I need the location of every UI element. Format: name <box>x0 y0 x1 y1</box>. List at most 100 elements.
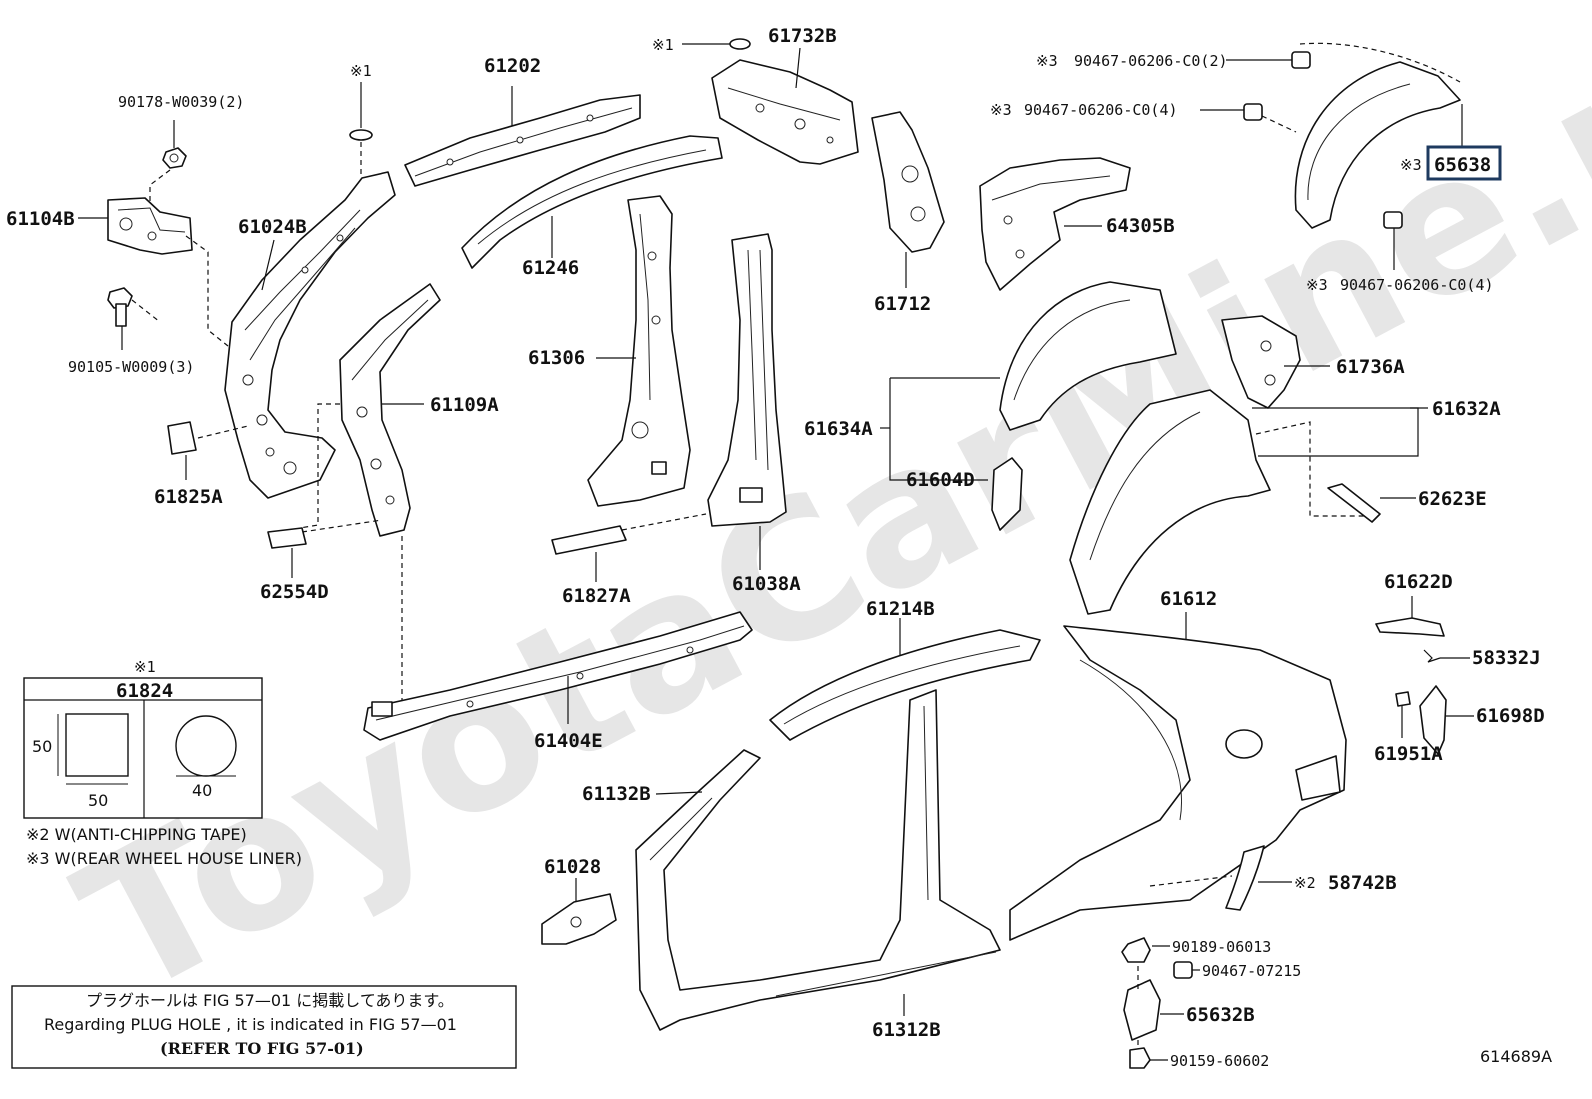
square-bottom-dim: 50 <box>88 791 108 810</box>
plug-hole-note-box: プラグホールは FIG 57—01 に掲載してあります。 Regarding P… <box>11 985 517 1069</box>
part-61736a-panel[interactable] <box>1221 315 1301 409</box>
label-58742b[interactable]: 58742B <box>1328 872 1397 894</box>
part-61604d-bracket[interactable] <box>991 457 1023 531</box>
label-61214b[interactable]: 61214B <box>866 598 935 620</box>
nut-icon <box>1121 937 1151 963</box>
part-61109a-inner-pillar[interactable] <box>339 283 441 537</box>
bolt-icon <box>1173 961 1193 979</box>
label-61104b[interactable]: 61104B <box>6 208 75 230</box>
label-61604d[interactable]: 61604D <box>906 469 975 491</box>
part-61246-roof-rail[interactable] <box>461 135 723 269</box>
part-61698d-bracket[interactable] <box>1419 685 1447 755</box>
square-plug-shape <box>65 713 129 777</box>
label-90159-60602[interactable]: 90159-60602 <box>1170 1052 1269 1070</box>
note-line-refer[interactable]: (REFER TO FIG 57-01) <box>160 1039 364 1058</box>
label-61825a[interactable]: 61825A <box>154 486 223 508</box>
note-ref-1: ※1 <box>350 62 372 80</box>
label-61404e[interactable]: 61404E <box>534 730 603 752</box>
figure-code: 614689A <box>1480 1047 1552 1066</box>
label-61109a[interactable]: 61109A <box>430 394 499 416</box>
part-61024b-pillar[interactable] <box>224 171 396 499</box>
part-65638-wheel-liner[interactable] <box>1294 42 1461 229</box>
square-side-dim: 50 <box>32 737 52 756</box>
part-61028-bracket[interactable] <box>541 893 617 945</box>
label-61028[interactable]: 61028 <box>544 856 601 878</box>
label-61024b[interactable]: 61024B <box>238 216 307 238</box>
legend-note-3: ※3 W(REAR WHEEL HOUSE LINER) <box>26 849 302 868</box>
label-61038a[interactable]: 61038A <box>732 573 801 595</box>
clip-58332j-icon <box>1423 649 1441 663</box>
label-62623e[interactable]: 62623E <box>1418 488 1487 510</box>
nut-icon <box>162 147 187 169</box>
label-61312b[interactable]: 61312B <box>872 1019 941 1041</box>
part-61951a-pad[interactable] <box>1395 691 1411 707</box>
label-90105-w0009[interactable]: 90105-W0009(3) <box>68 358 194 376</box>
part-61312b-side-outer[interactable] <box>635 689 1001 1031</box>
label-90467-07215[interactable]: 90467-07215 <box>1202 962 1301 980</box>
part-61712-bracket[interactable] <box>871 111 945 253</box>
label-90467-06206-c0-4b[interactable]: 90467-06206-C0(4) <box>1340 276 1494 294</box>
part-61824-plug-ref[interactable] <box>349 129 373 141</box>
label-65632b[interactable]: 65632B <box>1186 1004 1255 1026</box>
part-labels: 90178-W0039(2) 61104B 90105-W0009(3) 610… <box>6 25 1552 1070</box>
part-61824-plug-ref-2[interactable] <box>729 38 751 50</box>
label-61732b[interactable]: 61732B <box>768 25 837 47</box>
part-61732b-panel[interactable] <box>711 59 859 165</box>
label-61132b[interactable]: 61132B <box>582 783 651 805</box>
plug-size-table: ※1 61824 50 50 40 <box>23 658 263 819</box>
label-61634a[interactable]: 61634A <box>804 418 873 440</box>
label-90189-06013[interactable]: 90189-06013 <box>1172 938 1271 956</box>
label-61622d[interactable]: 61622D <box>1384 571 1453 593</box>
part-61612-quarter-panel[interactable] <box>1009 625 1347 941</box>
label-61698d[interactable]: 61698D <box>1476 705 1545 727</box>
part-62554d-pad[interactable] <box>267 527 307 549</box>
label-90467-06206-c0-2[interactable]: 90467-06206-C0(2) <box>1074 52 1228 70</box>
part-61404e-rocker[interactable] <box>363 611 753 741</box>
label-62554d[interactable]: 62554D <box>260 581 329 603</box>
label-61827a[interactable]: 61827A <box>562 585 631 607</box>
part-61214b-roof-side[interactable] <box>769 629 1041 741</box>
note-ref-3c: ※3 <box>1400 156 1422 174</box>
highlight-box-65638 <box>1426 145 1502 181</box>
label-90178-w0039[interactable]: 90178-W0039(2) <box>118 93 244 111</box>
part-61622d-bracket[interactable] <box>1375 617 1445 637</box>
label-90467-06206-c0-4a[interactable]: 90467-06206-C0(4) <box>1024 101 1178 119</box>
round-plug-shape <box>175 715 237 777</box>
label-61712[interactable]: 61712 <box>874 293 931 315</box>
part-61634a-wheel-house[interactable] <box>999 281 1177 431</box>
screw-icon <box>1129 1047 1151 1069</box>
part-61104b-bracket[interactable] <box>107 197 193 255</box>
part-61827a-pad[interactable] <box>551 525 627 555</box>
note-ref-3a: ※3 <box>1036 52 1058 70</box>
part-58742b-tape[interactable] <box>1225 845 1265 911</box>
label-61612[interactable]: 61612 <box>1160 588 1217 610</box>
part-61038a-b-pillar-outer[interactable] <box>707 233 787 527</box>
part-61825a-pad[interactable] <box>167 421 197 455</box>
part-61632a-quarter-inner[interactable] <box>1069 389 1271 615</box>
note-line-japanese: プラグホールは FIG 57—01 に掲載してあります。 <box>86 991 454 1010</box>
note-line-english: Regarding PLUG HOLE , it is indicated in… <box>44 1015 457 1034</box>
plug-table-ref: ※1 <box>134 658 156 676</box>
note-ref-2: ※2 <box>1294 874 1316 892</box>
note-ref-1b: ※1 <box>652 36 674 54</box>
label-61632a[interactable]: 61632A <box>1432 398 1501 420</box>
label-61951a[interactable]: 61951A <box>1374 743 1443 765</box>
label-61306[interactable]: 61306 <box>528 347 585 369</box>
legend-note-2: ※2 W(ANTI-CHIPPING TAPE) <box>26 825 247 844</box>
part-61202-rail[interactable] <box>404 94 641 187</box>
label-58332j[interactable]: 58332J <box>1472 647 1541 669</box>
part-65632b-bracket[interactable] <box>1123 979 1161 1041</box>
label-65638[interactable]: 65638 <box>1434 154 1491 176</box>
label-61246[interactable]: 61246 <box>522 257 579 279</box>
part-64305b-bracket[interactable] <box>979 157 1131 291</box>
clip-icon <box>1243 51 1403 229</box>
label-61736a[interactable]: 61736A <box>1336 356 1405 378</box>
plug-table-part: 61824 <box>116 680 173 702</box>
label-64305b[interactable]: 64305B <box>1106 215 1175 237</box>
part-61306-b-pillar-inner[interactable] <box>587 195 691 507</box>
note-ref-3d: ※3 <box>1306 276 1328 294</box>
circle-dia-dim: 40 <box>192 781 212 800</box>
part-62623e-tape[interactable] <box>1327 483 1381 523</box>
label-61202[interactable]: 61202 <box>484 55 541 77</box>
